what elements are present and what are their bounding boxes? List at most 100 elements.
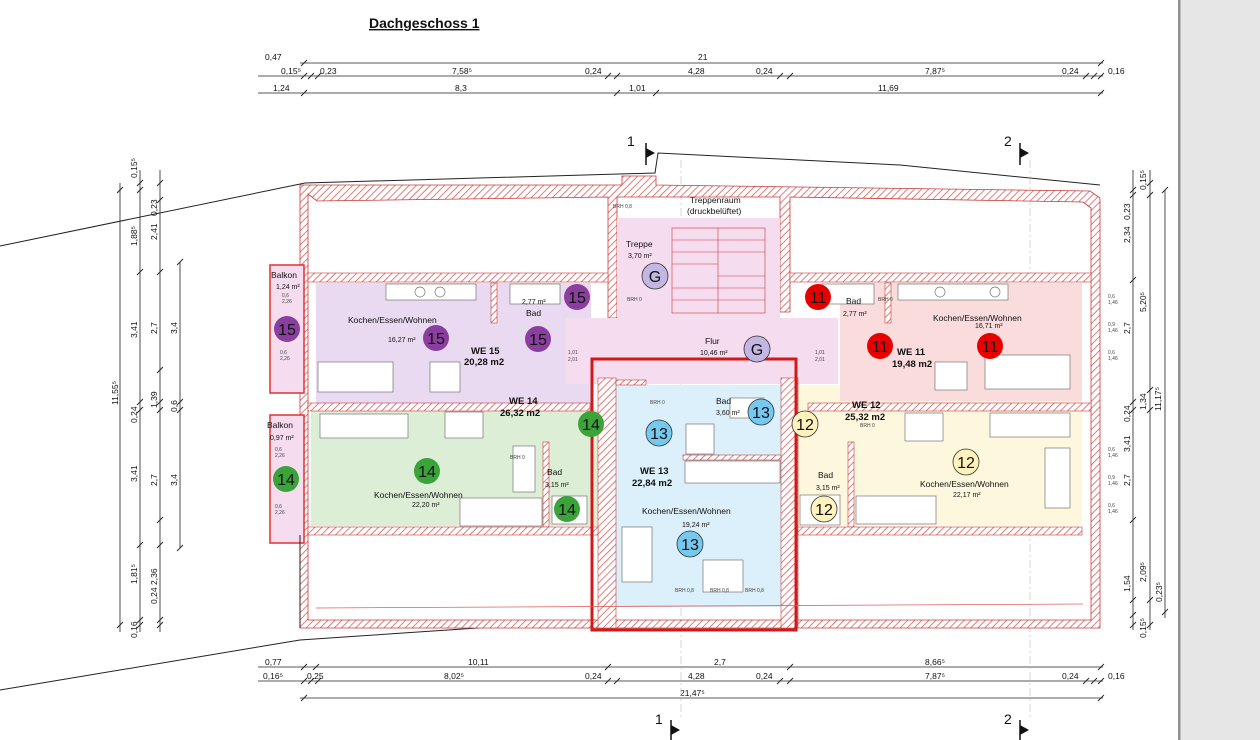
dimension-chain-left	[119, 170, 181, 632]
dim-tick	[1146, 179, 1154, 187]
dim-tick	[300, 694, 308, 702]
dim-label: 1,34	[1138, 393, 1148, 410]
dim-label: 21	[698, 52, 708, 62]
badge-label: 12	[796, 417, 814, 434]
dim-tick	[1129, 596, 1137, 604]
room-name: Bad	[818, 470, 833, 480]
dim-tick	[1097, 677, 1105, 685]
tech-label: 0,6	[280, 350, 287, 356]
unit-number-badge: 12	[810, 495, 838, 523]
badge-circle	[564, 284, 590, 310]
right-panel	[1180, 0, 1260, 740]
tech-label: BRH 0,8	[675, 588, 694, 594]
dim-tick	[312, 663, 320, 671]
dim-tick	[604, 72, 612, 80]
badge-circle	[810, 495, 838, 523]
room-area: 1,24 m²	[276, 284, 300, 291]
badge-circle	[414, 458, 440, 484]
section-number: 1	[627, 133, 635, 149]
dim-tick	[1090, 677, 1098, 685]
unit-name: WE 15	[471, 346, 500, 357]
tech-label: 0,6	[275, 447, 282, 453]
tech-label: 0,9	[1108, 475, 1115, 481]
dim-tick	[300, 677, 308, 685]
dim-label: 0,24	[149, 587, 159, 604]
badge-label: 13	[681, 537, 699, 554]
dim-tick	[786, 72, 794, 80]
tech-label: BRH 0,8	[745, 588, 764, 594]
dim-tick	[156, 616, 164, 624]
dim-label: 7,58⁵	[452, 66, 472, 76]
dim-tick	[300, 89, 308, 97]
dim-tick	[1129, 406, 1137, 414]
technical-labels: 0,6 2,26 0,6 2,26 0,6 2,26 0,6 2,26 1,01…	[275, 204, 1118, 594]
dim-label: 3,41	[129, 321, 139, 338]
section-marker-2-bottom: 2	[1004, 711, 1029, 740]
badge-circle	[578, 411, 604, 437]
dim-tick	[1097, 663, 1105, 671]
dim-label: 0,6	[169, 400, 179, 412]
unit-number-badge: 13	[676, 530, 704, 558]
dim-tick	[786, 663, 794, 671]
unit-number-badge: 13	[747, 398, 775, 426]
tech-label: 1,46	[1108, 453, 1118, 459]
tech-label: BRH 0	[510, 455, 525, 461]
room-area: 2,77 m²	[522, 299, 546, 306]
dim-tick	[776, 72, 784, 80]
dim-label: 2,09⁵	[1138, 562, 1148, 582]
unit-number-badge: 15	[423, 325, 449, 351]
tech-label: BRH 0	[860, 423, 875, 429]
dim-tick	[176, 406, 184, 414]
highlight-frame-we13	[590, 357, 798, 632]
dim-tick	[1129, 276, 1137, 284]
dim-labels-right: 11,17⁵ 0,15⁵ 5,20⁵ 1,34 2,09⁵ 0,15⁵ 0,23…	[1122, 170, 1164, 638]
section-number: 1	[655, 711, 663, 727]
dim-label: 2,7	[149, 474, 159, 486]
badge-label: 11	[872, 339, 889, 356]
dim-tick	[136, 406, 144, 414]
dim-label: 8,02⁵	[444, 671, 464, 681]
dim-label: 0,24	[1062, 66, 1079, 76]
room-area: 22,20 m²	[412, 502, 440, 509]
unit-number-badge: 12	[791, 410, 819, 438]
dim-label: 0,23	[1122, 203, 1132, 220]
dim-label: 8,66⁵	[925, 657, 945, 667]
dim-label: 1,88⁵	[129, 226, 139, 246]
dim-tick	[1129, 191, 1137, 199]
dim-tick	[1129, 516, 1137, 524]
dim-label: 8,3	[455, 83, 467, 93]
badge-circle	[747, 398, 775, 426]
dim-tick	[156, 541, 164, 549]
badge-label: 15	[529, 332, 547, 349]
tech-label: 0,6	[1108, 350, 1115, 356]
tech-label: 0,6	[275, 504, 282, 510]
dim-tick	[1146, 621, 1154, 629]
badge-circle	[525, 326, 551, 352]
badge-label: 15	[278, 322, 296, 339]
dim-label: 0,24	[585, 671, 602, 681]
dim-tick	[300, 72, 308, 80]
room-area: 19,24 m²	[682, 522, 710, 529]
unit-number-badge: 11	[805, 284, 831, 310]
dim-tick	[156, 196, 164, 204]
treppe-area	[617, 218, 780, 318]
dim-tick	[1082, 72, 1090, 80]
room-name: Kochen/Essen/Wohnen	[920, 479, 1009, 489]
unit-number-badge: 12	[952, 448, 980, 476]
dim-label: 11,55⁵	[110, 381, 120, 405]
dim-tick	[1082, 677, 1090, 685]
badge-circle	[867, 333, 893, 359]
dim-tick	[156, 398, 164, 406]
tech-label: 1,01	[815, 350, 825, 356]
tech-label: BRH 0,8	[613, 204, 632, 210]
unit-number-badge: 14	[273, 466, 299, 492]
dim-tick	[1146, 406, 1154, 414]
tech-label: 1,46	[1108, 509, 1118, 515]
dim-label: 2,34	[1122, 226, 1132, 243]
common-area-badge: G	[743, 335, 771, 363]
room-name: Treppe	[626, 239, 653, 249]
dim-label: 1,01	[629, 83, 646, 93]
tech-label: BRH 0	[627, 297, 642, 303]
unit-name: WE 11	[897, 347, 926, 358]
